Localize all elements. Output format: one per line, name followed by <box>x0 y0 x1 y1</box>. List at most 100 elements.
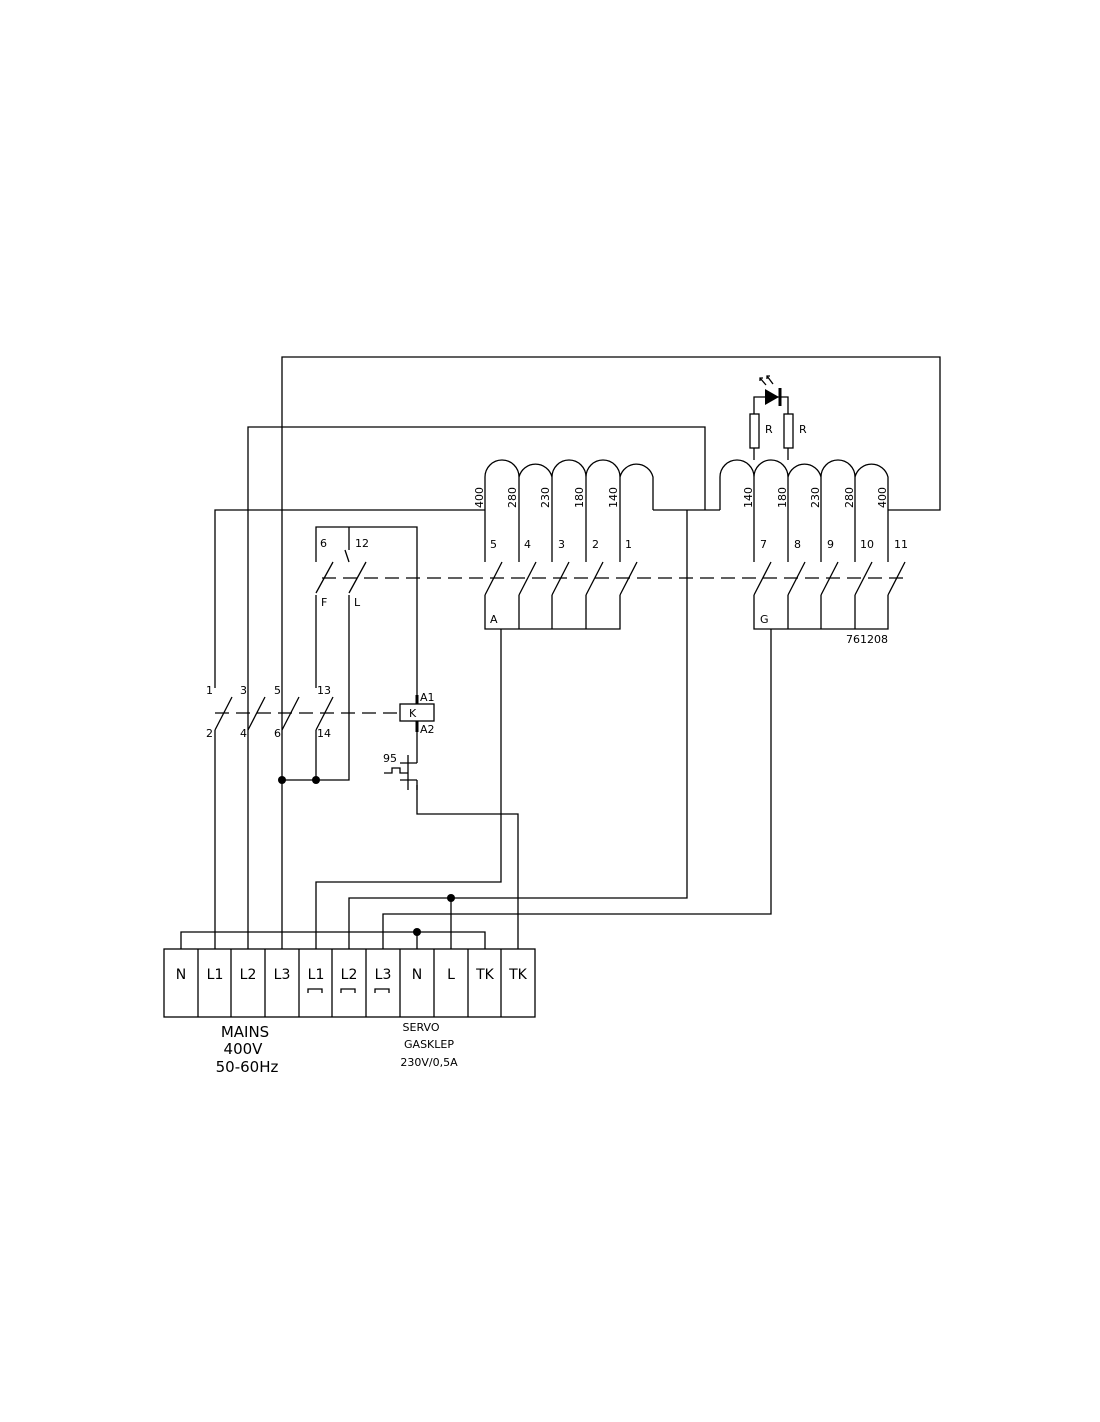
wire-segment <box>518 561 537 596</box>
contactor: 1 3 5 13 2 4 6 14 K A1 A2 95 <box>206 684 435 790</box>
diagram-label: 180 <box>776 487 789 508</box>
diagram-label: 230V/0,5A <box>400 1056 458 1069</box>
wire-segment <box>854 561 873 596</box>
diagram-label: 180 <box>573 487 586 508</box>
coil-a1-label: A1 <box>420 691 435 704</box>
junction-dot <box>312 776 320 784</box>
diagram-label: SERVO <box>403 1021 440 1034</box>
diagram-label: 230 <box>809 487 822 508</box>
wire-segment <box>214 509 485 688</box>
wire-segment <box>820 561 839 596</box>
diagram-label: G <box>760 613 769 626</box>
wire-segment <box>619 561 638 596</box>
switched-output-icon <box>374 988 390 993</box>
wire-segment <box>282 595 350 781</box>
diagram-label: GASKLEP <box>404 1038 454 1051</box>
wire-segment <box>585 561 604 596</box>
wire-segment: N L1 L2 L3 L1 L2 L3 N L TK TK <box>176 967 528 983</box>
wire-segment <box>484 561 638 596</box>
diagram-label: 12 <box>355 537 369 550</box>
diagram-label: 140 <box>607 487 620 508</box>
terminal-label: L1 <box>308 967 325 983</box>
pin-label: 1 <box>206 684 213 697</box>
servo-caption: SERVO GASKLEP 230V/0,5A <box>400 1021 458 1069</box>
coil-a2-label: A2 <box>420 723 435 736</box>
diagram-label: R <box>765 423 773 436</box>
diagram-label: 4 <box>524 538 531 551</box>
switched-output-icon <box>340 988 356 993</box>
selector-switch: 6 12 F L <box>315 537 369 609</box>
wire-segment <box>766 375 774 385</box>
coil-k <box>399 703 435 722</box>
diagram-label: 3 <box>558 538 565 551</box>
terminal-label: L3 <box>274 967 291 983</box>
diagram-label: 400 <box>473 487 486 508</box>
pin-label: 6 <box>274 727 281 740</box>
wire-segment <box>887 561 906 596</box>
pin-label: 4 <box>240 727 247 740</box>
diagram-label: 1 <box>625 538 632 551</box>
diagram-label: 8 <box>794 538 801 551</box>
wire-segment <box>315 629 502 949</box>
pin-label: 2 <box>206 727 213 740</box>
wire-segment <box>163 948 536 1018</box>
terminal-label: L2 <box>240 967 257 983</box>
wire-segment <box>384 767 408 774</box>
pin-label: 14 <box>317 727 331 740</box>
wire-segment <box>344 549 350 563</box>
pin-label: 5 <box>274 684 281 697</box>
diagram-label: 140 <box>742 487 755 508</box>
terminal-label: N <box>412 967 422 983</box>
diagram-label: R <box>799 423 807 436</box>
wire-segment <box>787 561 806 596</box>
wire-segment <box>766 375 770 379</box>
wire-segment <box>753 561 772 596</box>
diagram-label: 10 <box>860 538 874 551</box>
wire-segment <box>759 377 767 386</box>
resistor-icon <box>749 413 760 449</box>
junction-dot <box>278 776 286 784</box>
wire-segment <box>759 377 763 381</box>
wire-segment <box>247 426 706 730</box>
diagram-label: 9 <box>827 538 834 551</box>
resistor-icon <box>783 413 794 449</box>
wire-segment <box>484 459 654 510</box>
wire-segment <box>416 785 519 949</box>
indicator-led: R R <box>749 375 807 460</box>
wire-segment <box>315 526 418 695</box>
terminal-label: TK <box>475 967 495 983</box>
diagram-label: 280 <box>506 487 519 508</box>
terminal-label: TK <box>508 967 528 983</box>
diagram-label: 50-60Hz <box>216 1058 279 1076</box>
diagram-label: MAINS <box>221 1023 269 1041</box>
diagram-label: 6 <box>320 537 327 550</box>
terminal-label: L2 <box>341 967 358 983</box>
wire-segment <box>281 356 941 730</box>
diagram-label: 5 <box>490 538 497 551</box>
terminal-label: L1 <box>207 967 224 983</box>
diagram-label: 11 <box>894 538 908 551</box>
led-icon <box>765 389 779 405</box>
diagram-label: 400V <box>224 1040 264 1058</box>
junction-dot <box>413 928 421 936</box>
terminal-label: L <box>447 967 455 983</box>
wire-segment <box>348 561 367 594</box>
drawing-number: 761208 <box>846 633 888 646</box>
wire-segment <box>247 696 266 731</box>
pin-label: 13 <box>317 684 331 697</box>
switched-output-icon <box>307 988 323 993</box>
coil-label: K <box>409 707 417 720</box>
junction-dot <box>447 894 455 902</box>
mains-caption: MAINS 400V 50-60Hz <box>216 1023 279 1076</box>
wire-segment <box>484 561 503 596</box>
wire-segment <box>180 931 486 949</box>
diagram-label: 400 <box>876 487 889 508</box>
diagram-label: 280 <box>843 487 856 508</box>
wires <box>180 356 941 949</box>
diagram-label: L <box>354 596 361 609</box>
wire-segment <box>719 459 889 510</box>
wire-segment <box>551 561 570 596</box>
diagram-label: A <box>490 613 498 626</box>
terminal-label: N <box>176 967 186 983</box>
